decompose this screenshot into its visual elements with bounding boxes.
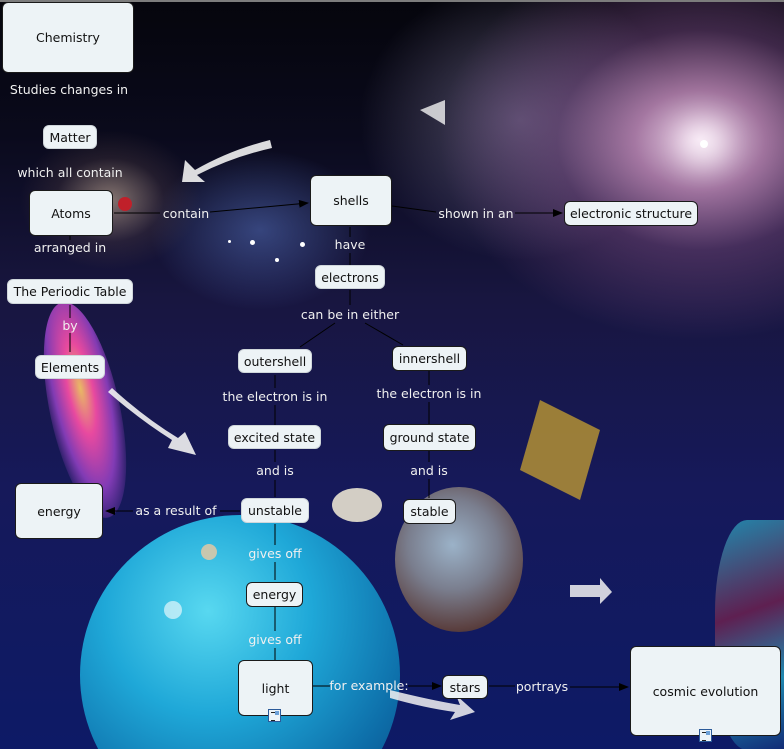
node-label: Atoms <box>51 205 91 221</box>
link-phrase[interactable]: Studies changes in <box>9 82 129 97</box>
node-unstable[interactable]: unstable <box>241 498 309 523</box>
link-phrase[interactable]: and is <box>256 463 294 478</box>
node-label: light <box>261 680 290 696</box>
node-ground-state[interactable]: ground state <box>383 424 476 451</box>
resource-document-icon[interactable] <box>699 729 712 742</box>
node-label: shells <box>333 193 369 208</box>
node-electronic-structure[interactable]: electronic structure <box>564 201 698 226</box>
node-chemistry[interactable]: Chemistry <box>2 2 134 73</box>
link-phrase[interactable]: portrays <box>515 679 569 694</box>
node-label: energy <box>37 503 81 519</box>
node-label: Elements <box>40 359 100 375</box>
link-phrase[interactable]: which all contain <box>17 165 123 180</box>
node-label: Chemistry <box>36 30 100 45</box>
star-sparkle <box>250 240 255 245</box>
link-phrase[interactable]: gives off <box>248 632 302 647</box>
node-electrons[interactable]: electrons <box>315 265 385 289</box>
node-cosmic-evolution[interactable]: cosmic evolution <box>630 646 781 736</box>
node-label: innershell <box>398 351 461 366</box>
link-phrase[interactable]: for example: <box>329 678 409 693</box>
node-label: ground state <box>389 430 470 445</box>
node-energy-given[interactable]: energy <box>246 582 303 607</box>
link-phrase[interactable]: can be in either <box>300 307 400 322</box>
node-innershell[interactable]: innershell <box>392 346 467 371</box>
node-periodic-table[interactable]: The Periodic Table <box>7 279 133 304</box>
node-excited-state[interactable]: excited state <box>228 425 321 449</box>
link-phrase[interactable]: as a result of <box>135 503 217 518</box>
node-atoms[interactable]: Atoms <box>29 190 113 236</box>
star-sparkle <box>300 242 305 247</box>
node-label: stable <box>410 504 449 519</box>
node-outershell[interactable]: outershell <box>238 349 312 373</box>
link-phrase[interactable]: shown in an <box>438 206 514 221</box>
node-label: unstable <box>247 503 303 518</box>
link-phrase[interactable]: the electron is in <box>222 389 328 404</box>
node-label: outershell <box>243 353 307 369</box>
star-sparkle <box>228 240 231 243</box>
link-phrase[interactable]: the electron is in <box>376 386 482 401</box>
node-label: electrons <box>321 269 379 285</box>
link-phrase[interactable]: by <box>62 318 78 333</box>
node-label: cosmic evolution <box>652 683 759 699</box>
link-phrase[interactable]: contain <box>162 206 210 221</box>
link-phrase[interactable]: gives off <box>248 546 302 561</box>
node-elements[interactable]: Elements <box>35 355 105 379</box>
node-stars[interactable]: stars <box>442 675 488 699</box>
node-matter[interactable]: Matter <box>43 125 97 149</box>
link-phrase[interactable]: have <box>334 237 366 252</box>
node-label: excited state <box>233 429 316 445</box>
node-stable[interactable]: stable <box>403 499 456 524</box>
node-light[interactable]: light <box>238 660 313 716</box>
link-phrase[interactable]: and is <box>410 463 448 478</box>
node-label: stars <box>449 679 481 695</box>
window-top-border <box>0 0 784 2</box>
node-label: Matter <box>49 129 91 145</box>
bright-star <box>700 140 708 148</box>
node-label: energy <box>252 587 297 602</box>
node-label: electronic structure <box>569 206 693 221</box>
node-shells[interactable]: shells <box>310 175 392 226</box>
node-energy-result[interactable]: energy <box>15 483 103 539</box>
star-sparkle <box>275 258 279 262</box>
node-label: The Periodic Table <box>13 284 127 299</box>
link-phrase[interactable]: arranged in <box>33 240 107 255</box>
resource-document-icon[interactable] <box>268 709 281 722</box>
